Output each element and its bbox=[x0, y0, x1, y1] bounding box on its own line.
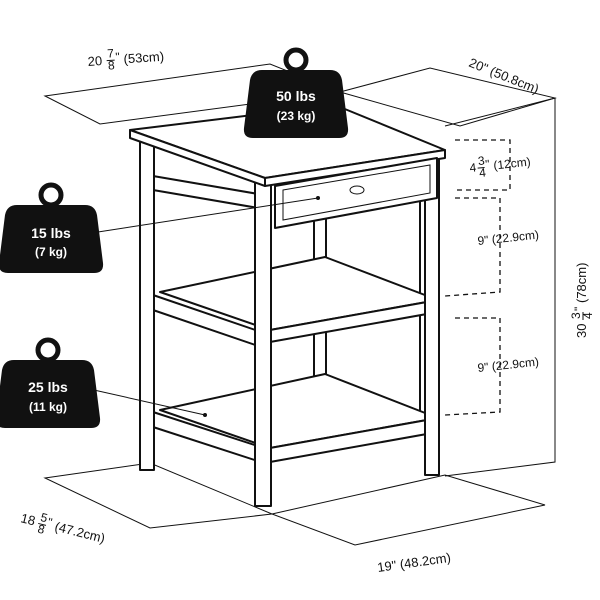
shelf-gap-1-guide bbox=[444, 197, 501, 297]
total-height-num: 3 bbox=[569, 312, 583, 319]
top-weight-imperial: 50 lbs bbox=[276, 88, 316, 104]
total-height-metric: (78cm) bbox=[574, 263, 589, 303]
drawer-weight-metric: (7 kg) bbox=[35, 245, 67, 259]
drawer-weight-imperial: 15 lbs bbox=[31, 225, 71, 241]
drawer-knob bbox=[349, 185, 365, 195]
base-depth-suffix: " bbox=[46, 515, 54, 530]
drawer-height-suffix: " bbox=[485, 157, 491, 171]
top-weight-metric: (23 kg) bbox=[277, 109, 316, 123]
top-width-metric: (53cm) bbox=[123, 49, 164, 67]
drawer-weight-point bbox=[316, 196, 320, 200]
drawer-height-metric: (12cm) bbox=[493, 155, 532, 173]
drawer-height-guide bbox=[455, 139, 511, 191]
base-width-projection bbox=[270, 474, 546, 546]
base-depth-projection bbox=[43, 462, 274, 529]
front-right-leg bbox=[254, 175, 272, 507]
total-height-whole: 30 bbox=[574, 324, 589, 338]
top-width-num: 7 bbox=[107, 46, 115, 60]
drawer-height-whole: 4 bbox=[469, 160, 477, 175]
front-left-leg bbox=[139, 134, 155, 471]
top-width-den: 8 bbox=[108, 58, 116, 72]
base-depth-num: 5 bbox=[39, 510, 49, 525]
drawer-front bbox=[274, 157, 438, 229]
base-depth-label: 18 5 8 " (47.2cm) bbox=[19, 510, 106, 546]
drawer-height-label: 4 3 4 " (12cm) bbox=[469, 153, 532, 180]
base-width-label: 19" (48.2cm) bbox=[376, 550, 451, 575]
drawer-height-den: 4 bbox=[478, 165, 486, 180]
total-height-den: 4 bbox=[581, 312, 595, 319]
top-weight-icon: 50 lbs (23 kg) bbox=[243, 47, 349, 138]
tabletop-side-edge bbox=[264, 149, 446, 187]
shelf-gap-1-label: 9" (22.9cm) bbox=[477, 228, 540, 248]
top-width-label: 20 7 8 " (53cm) bbox=[87, 46, 164, 72]
top-width-whole: 20 bbox=[87, 53, 102, 69]
base-depth-whole: 18 bbox=[19, 510, 37, 528]
shelf-weight-metric: (11 kg) bbox=[29, 400, 67, 414]
shelf-weight-icon: 25 lbs (11 kg) bbox=[0, 337, 101, 428]
total-height-label: 30 3 4 " (78cm) bbox=[569, 263, 595, 338]
base-depth-metric: (47.2cm) bbox=[53, 519, 106, 546]
total-height-suffix: " bbox=[572, 307, 586, 311]
drawer-height-num: 3 bbox=[477, 153, 485, 168]
top-width-suffix: " bbox=[115, 50, 120, 64]
base-depth-den: 8 bbox=[36, 522, 46, 537]
shelf-gap-2-label: 9" (22.9cm) bbox=[477, 355, 540, 375]
height-extension-lines bbox=[444, 97, 556, 477]
shelf-gap-2-guide bbox=[444, 317, 501, 416]
shelf-weight-leader bbox=[84, 387, 206, 416]
shelf-weight-imperial: 25 lbs bbox=[28, 379, 68, 395]
shelf-weight-point bbox=[203, 413, 207, 417]
drawer-inset bbox=[282, 164, 431, 221]
drawer-weight-leader bbox=[84, 197, 319, 235]
drawer-weight-icon: 15 lbs (7 kg) bbox=[0, 182, 104, 273]
